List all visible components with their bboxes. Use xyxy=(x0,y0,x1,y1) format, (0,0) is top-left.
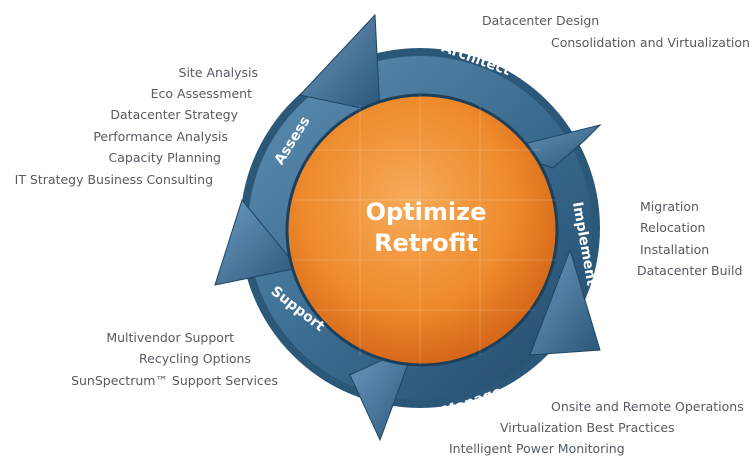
architect-item: Consolidation and Virtualization xyxy=(551,35,750,50)
core-rim xyxy=(285,93,559,367)
architect-item: Datacenter Design xyxy=(482,13,600,28)
arrowhead-assess-architect xyxy=(299,13,381,113)
assess-item: Eco Assessment xyxy=(150,86,252,101)
implement-item: Relocation xyxy=(640,220,706,235)
core-grid xyxy=(295,95,555,365)
core-circle xyxy=(287,95,557,365)
manage-item: Onsite and Remote Operations xyxy=(551,399,744,414)
manage-item: Intelligent Power Monitoring xyxy=(449,441,625,456)
assess-item: Performance Analysis xyxy=(93,129,228,144)
center-title-line2: Retrofit xyxy=(374,229,478,257)
implement-item: Datacenter Build xyxy=(637,263,743,278)
assess-item: Site Analysis xyxy=(178,65,258,80)
implement-item: Installation xyxy=(640,242,710,257)
assess-item: Capacity Planning xyxy=(108,150,221,165)
architect-services: Datacenter Design xyxy=(482,10,599,32)
assess-item: IT Strategy Business Consulting xyxy=(14,172,213,187)
arrowhead-implement-manage xyxy=(529,248,601,356)
center-title-line1: Optimize xyxy=(366,198,487,226)
support-item: Multivendor Support xyxy=(106,330,234,345)
assess-item: Datacenter Strategy xyxy=(110,107,238,122)
manage-item: Virtualization Best Practices xyxy=(500,420,675,435)
implement-item: Migration xyxy=(640,199,699,214)
architect-services-2: Consolidation and Virtualization xyxy=(551,32,750,54)
support-item: SunSpectrum™ Support Services xyxy=(71,373,278,388)
arrowhead-support-assess xyxy=(214,198,299,286)
support-item: Recycling Options xyxy=(139,351,251,366)
